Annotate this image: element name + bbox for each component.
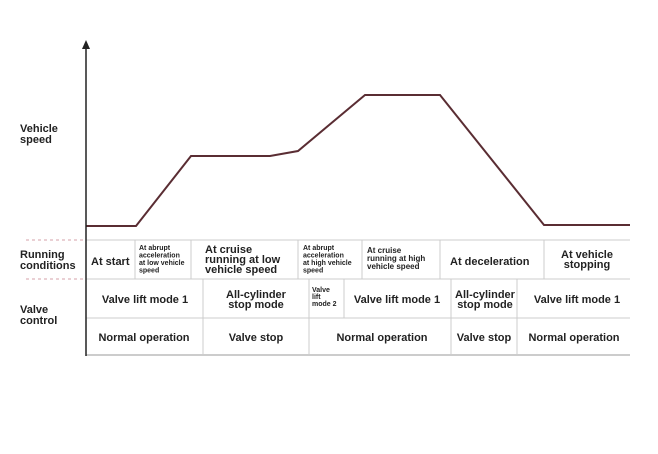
- running-condition-cell: At start: [91, 256, 130, 268]
- operation-cell-line: Normal operation: [336, 332, 427, 344]
- running-condition-cell-line: At abrupt: [303, 245, 335, 252]
- operation-cell: Normal operation: [98, 332, 189, 344]
- valve-mode-cell-line: All-cylinder: [226, 289, 287, 301]
- vehicle-speed-curve: [86, 94, 630, 227]
- running-condition-cell-line: acceleration: [303, 253, 344, 260]
- running-conditions-label-line1: Running: [20, 249, 65, 261]
- running-condition-cell-line: At cruise: [205, 244, 252, 256]
- valve-mode-cell: Valve lift mode 1: [354, 294, 440, 306]
- running-condition-cell-line: At vehicle: [561, 249, 613, 261]
- valve-mode-cell-line: Valve lift mode 1: [354, 294, 440, 306]
- operation-cell-line: Valve stop: [457, 332, 512, 344]
- running-condition-cell: At deceleration: [450, 256, 530, 268]
- valve-mode-cell-line: mode 2: [312, 301, 337, 308]
- valve-mode-cell-line: All-cylinder: [455, 289, 516, 301]
- running-condition-cell-line: stopping: [564, 259, 610, 271]
- running-conditions-label: Running conditions: [20, 250, 76, 272]
- vehicle-speed-label-line2: speed: [20, 134, 52, 146]
- vehicle-speed-label-line1: Vehicle: [20, 123, 58, 135]
- running-condition-cell-line: at low vehicle: [139, 260, 185, 267]
- running-condition-cell-line: speed: [303, 268, 323, 275]
- valve-control-label: Valve control: [20, 305, 57, 327]
- y-axis-arrow-icon: [82, 40, 90, 49]
- operation-cell-line: Normal operation: [98, 332, 189, 344]
- operation-cell: Normal operation: [336, 332, 427, 344]
- valve-control-label-line2: control: [20, 315, 58, 327]
- valve-mode-cell-line: Valve: [312, 287, 330, 294]
- operation-cell-line: Normal operation: [528, 332, 619, 344]
- operation-cell-line: Valve stop: [229, 332, 284, 344]
- valve-mode-cell: Valve lift mode 1: [534, 294, 620, 306]
- running-condition-cell-line: vehicle speed: [367, 262, 420, 271]
- valve-mode-cell-line: lift: [312, 294, 321, 301]
- running-condition-cell-line: At deceleration: [450, 256, 530, 268]
- running-condition-cell-line: At start: [91, 256, 130, 268]
- operation-cell: Valve stop: [229, 332, 284, 344]
- valve-mode-cell-line: stop mode: [457, 299, 513, 311]
- running-condition-cell-line: At abrupt: [139, 245, 171, 252]
- running-conditions-label-line2: conditions: [20, 260, 76, 272]
- running-condition-cell-line: vehicle speed: [205, 264, 277, 276]
- running-condition-cell-line: running at high: [367, 254, 425, 263]
- valve-control-label-line1: Valve: [20, 304, 49, 316]
- valve-mode-cell-line: stop mode: [228, 299, 284, 311]
- running-condition-cell-line: acceleration: [139, 253, 180, 260]
- vehicle-speed-label: Vehicle speed: [20, 124, 58, 146]
- running-condition-cell-line: at high vehicle: [303, 260, 352, 267]
- valve-mode-cell: Valve lift mode 1: [102, 294, 188, 306]
- operation-cell: Valve stop: [457, 332, 512, 344]
- valve-mode-cell-line: Valve lift mode 1: [102, 294, 188, 306]
- running-condition-cell-line: speed: [139, 268, 159, 275]
- running-condition-cell-line: At cruise: [367, 246, 402, 255]
- valve-mode-cell-line: Valve lift mode 1: [534, 294, 620, 306]
- running-condition-cell-line: running at low: [205, 254, 281, 266]
- operation-cell: Normal operation: [528, 332, 619, 344]
